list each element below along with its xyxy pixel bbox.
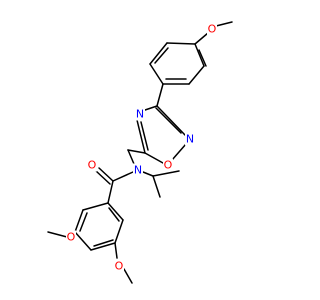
- bond-line: [127, 149, 146, 154]
- bond-line: [215, 21, 233, 27]
- methoxy-top-oxygen: O: [207, 22, 217, 36]
- oxadiazole-o1: O: [163, 158, 173, 172]
- bond-line: [154, 47, 169, 64]
- bond-line: [82, 202, 109, 211]
- bond-line: [98, 167, 114, 182]
- atom-label-o: O: [115, 260, 124, 273]
- atom-label-n: N: [136, 108, 144, 121]
- bond-line: [93, 239, 114, 247]
- molecule-structure: O N N O O N O O: [47, 21, 233, 284]
- atom-label-n: N: [134, 164, 142, 177]
- bond-line: [79, 212, 88, 232]
- bond-line: [198, 49, 207, 67]
- atom-label-o: O: [67, 231, 76, 244]
- bond-line: [114, 219, 124, 244]
- bond-line: [155, 107, 182, 134]
- oxadiazole-n4: N: [135, 107, 145, 121]
- bond-line: [149, 63, 164, 85]
- bond-line: [166, 42, 196, 45]
- amide-nitrogen: N: [133, 163, 143, 177]
- atom-label-o: O: [164, 159, 173, 172]
- bonds: [47, 21, 233, 284]
- bond-line: [144, 105, 158, 111]
- atom-labels: O N N O O N O O: [66, 22, 217, 273]
- bond-line: [149, 42, 168, 65]
- bond-line: [156, 105, 186, 136]
- amide-oxygen: O: [87, 158, 97, 172]
- methoxy-3-oxygen: O: [66, 230, 76, 244]
- bond-line: [74, 209, 84, 233]
- bond-line: [47, 231, 68, 238]
- bond-line: [123, 268, 133, 284]
- bond-line: [108, 207, 120, 222]
- bond-line: [188, 65, 205, 85]
- atom-label-o: O: [208, 23, 217, 36]
- atom-label-n: N: [186, 133, 194, 146]
- bond-line: [194, 32, 209, 45]
- bond-line: [107, 180, 114, 204]
- bond-line: [127, 149, 135, 165]
- atom-label-o: O: [88, 159, 97, 172]
- bond-line: [156, 83, 164, 107]
- bond-line: [152, 170, 180, 177]
- bond-line: [142, 171, 154, 177]
- bond-line: [152, 175, 161, 198]
- bond-line: [140, 121, 149, 151]
- bond-line: [107, 202, 124, 221]
- oxadiazole-n2: N: [185, 132, 195, 146]
- methoxy-4-oxygen: O: [114, 259, 124, 273]
- bond-line: [74, 231, 92, 251]
- bond-line: [95, 170, 111, 185]
- bond-line: [90, 242, 116, 251]
- bond-line: [171, 143, 187, 161]
- bond-line: [112, 171, 134, 182]
- bond-line: [136, 119, 146, 154]
- bond-line: [144, 152, 164, 164]
- bond-line: [194, 43, 205, 67]
- bond-line: [114, 242, 118, 259]
